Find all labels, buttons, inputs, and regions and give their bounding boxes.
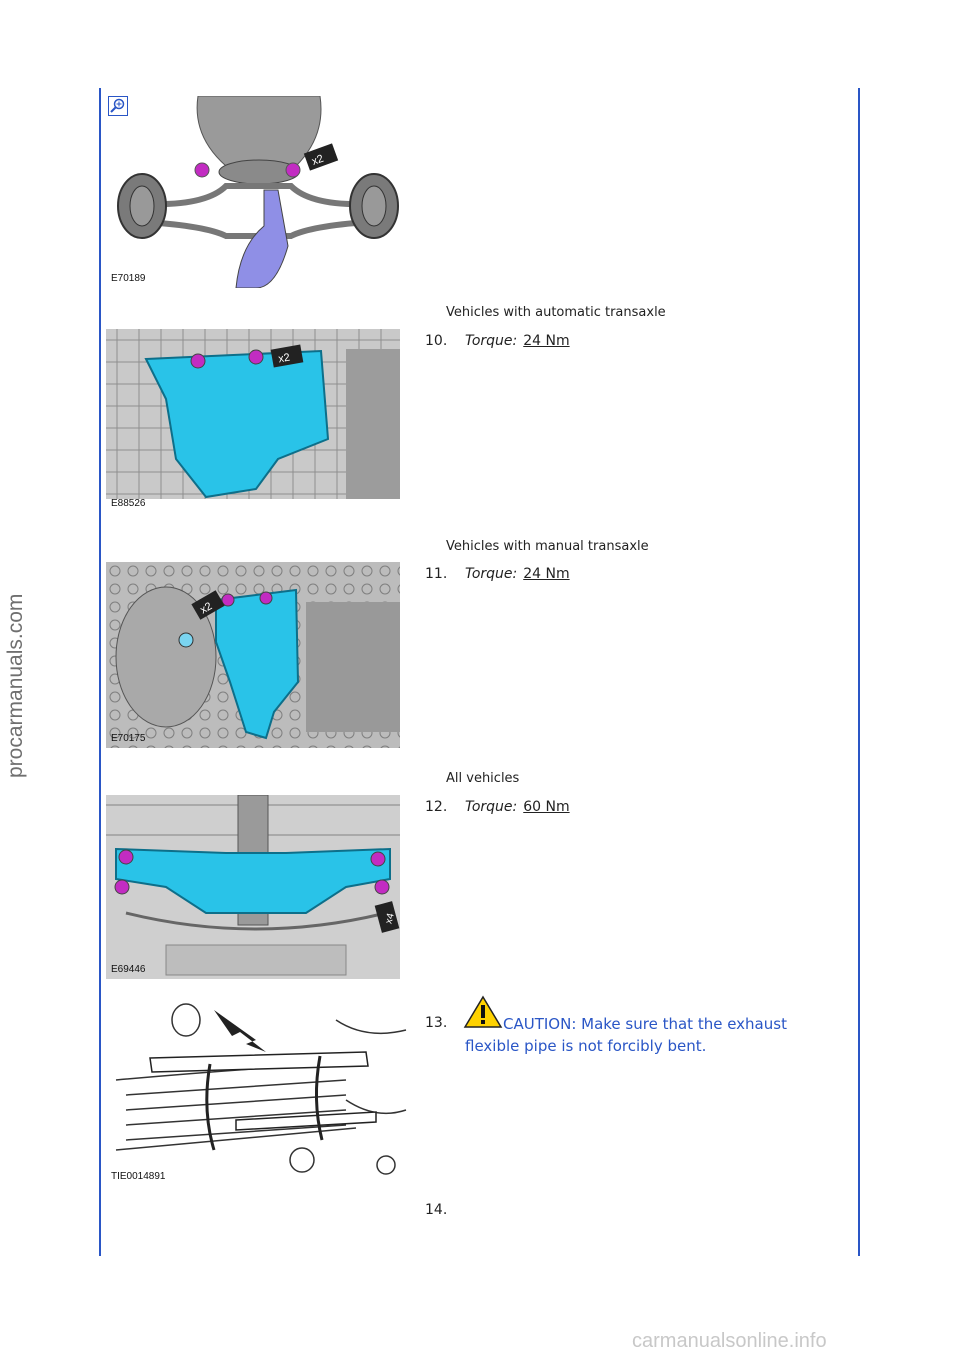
section-automatic: Vehicles with automatic transaxle	[446, 305, 666, 320]
figure-e70189: x2 E70189	[106, 96, 406, 288]
x4-callout: x4	[384, 912, 397, 925]
torque-value[interactable]: 24 Nm	[523, 566, 570, 582]
step-number: 13.	[425, 1015, 448, 1031]
step-number: 11.	[425, 566, 448, 582]
caution-text: CAUTION: Make sure that the exhaust flex…	[465, 1015, 787, 1055]
torque-value[interactable]: 60 Nm	[523, 799, 570, 815]
section-manual: Vehicles with manual transaxle	[446, 539, 649, 554]
torque-label: Torque:	[465, 799, 518, 815]
watermark-left: procarmanuals.com	[4, 593, 27, 778]
torque-spec: Torque: 24 Nm	[465, 566, 570, 582]
x2-callout: x2	[277, 352, 291, 366]
figure-e69446: x4 E69446	[106, 795, 400, 979]
figure-tie0014891: TIE0014891	[106, 1000, 408, 1186]
torque-label: Torque:	[465, 566, 518, 582]
torque-value[interactable]: 24 Nm	[523, 333, 570, 349]
torque-spec: Torque: 60 Nm	[465, 799, 570, 815]
x2-callout: x2	[198, 600, 214, 616]
section-all: All vehicles	[446, 771, 520, 786]
torque-spec: Torque: 24 Nm	[465, 333, 570, 349]
step-number: 14.	[425, 1202, 448, 1218]
zoom-icon[interactable]	[108, 96, 128, 116]
figure-label: E69446	[111, 964, 146, 975]
figure-label: E70189	[111, 273, 146, 284]
left-rule	[99, 88, 101, 1256]
step-number: 10.	[425, 333, 448, 349]
figure-label: E70175	[111, 733, 146, 744]
figure-e70175: x2 E70175	[106, 562, 400, 748]
warning-icon	[463, 995, 503, 1028]
figure-label: E88526	[111, 498, 146, 509]
figure-label: TIE0014891	[111, 1171, 166, 1182]
figure-e88526: x2 E88526	[106, 329, 400, 513]
right-rule	[858, 88, 860, 1256]
x2-callout: x2	[310, 153, 325, 168]
step-number: 12.	[425, 799, 448, 815]
watermark-bottom: carmanualsonline.info	[632, 1330, 827, 1352]
torque-label: Torque:	[465, 333, 518, 349]
